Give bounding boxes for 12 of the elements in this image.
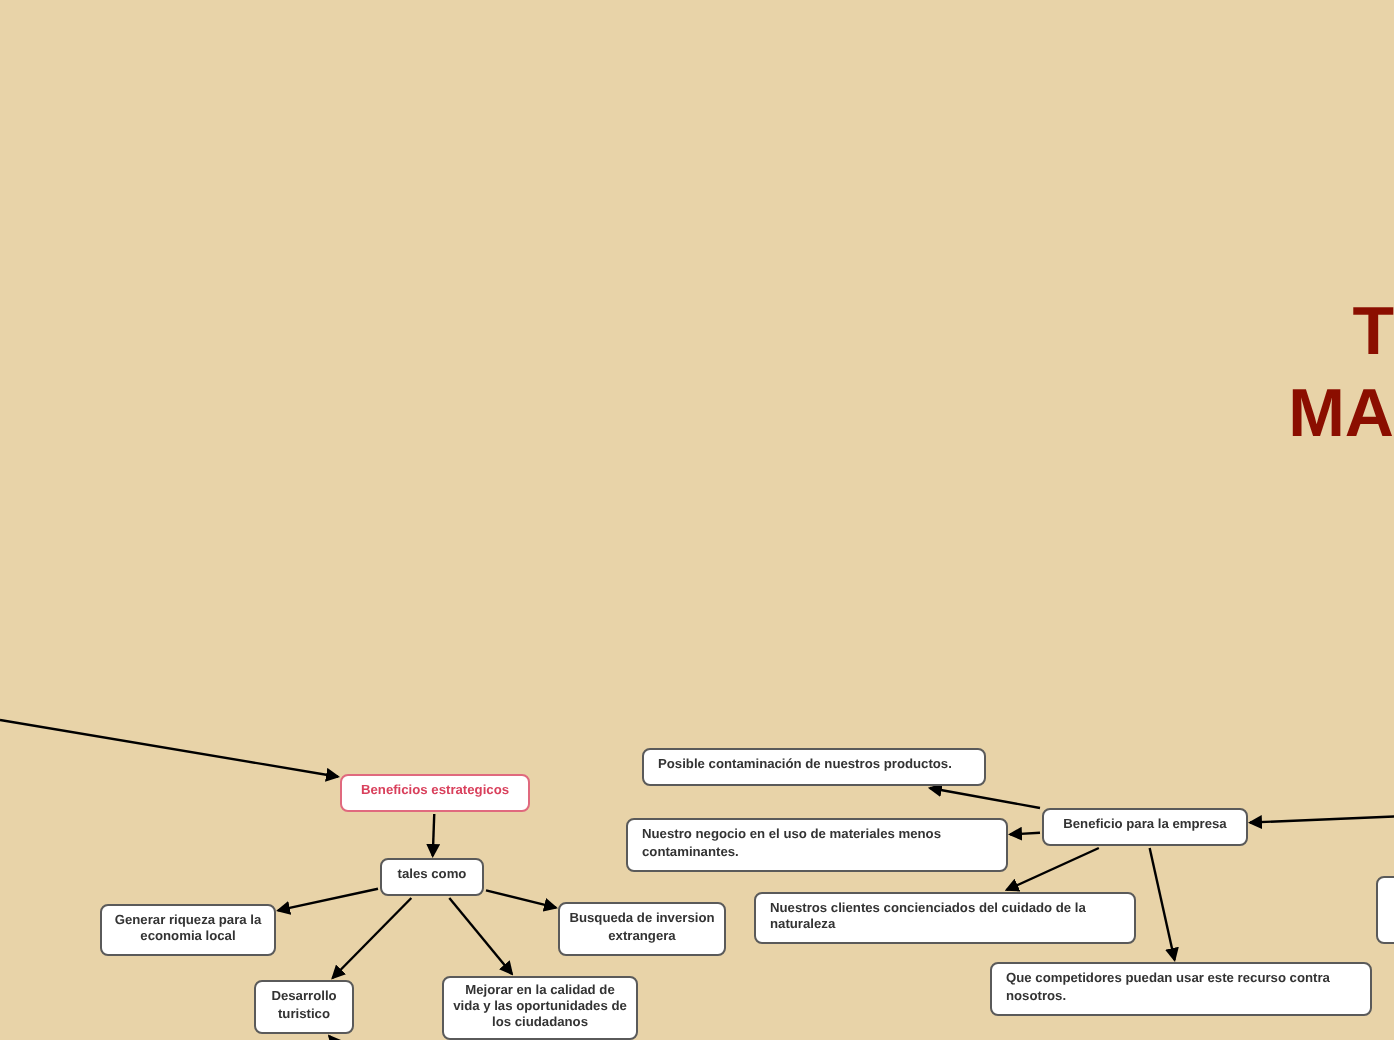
central-topic: T MA — [1280, 292, 1394, 472]
arrow — [331, 897, 413, 980]
arrow — [1248, 814, 1394, 830]
arrow — [1148, 847, 1179, 962]
arrow — [927, 783, 1041, 810]
arrow — [0, 718, 340, 782]
arrow — [1004, 846, 1100, 892]
arrow — [426, 813, 441, 858]
arrow — [1008, 826, 1041, 841]
arrow — [485, 889, 558, 912]
arrow — [276, 887, 379, 915]
arrow — [448, 897, 514, 976]
